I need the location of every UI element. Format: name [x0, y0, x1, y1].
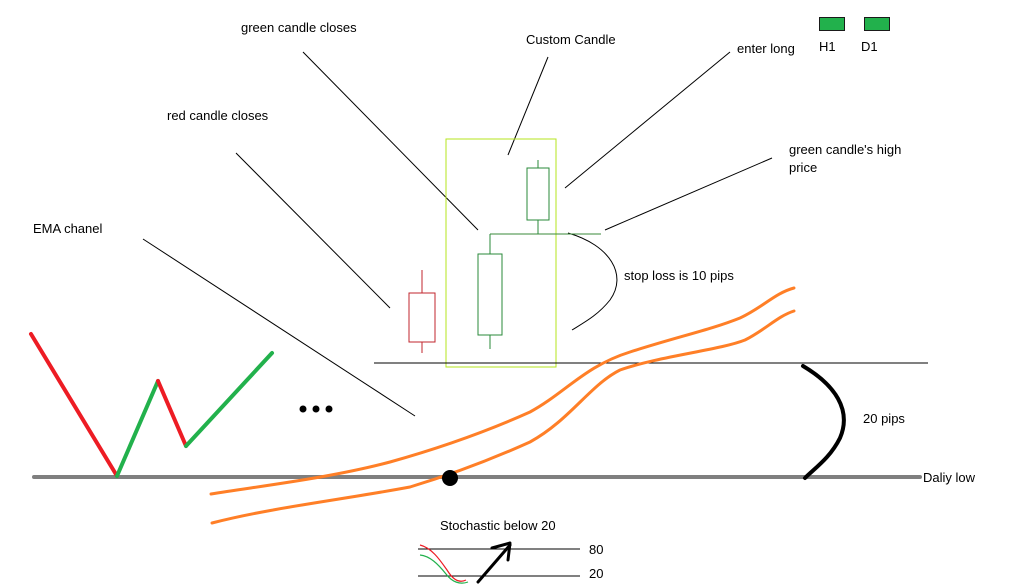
pointer-ema-channel: [142, 238, 416, 417]
stoch-signal-line: [419, 554, 469, 584]
pointer-green-candle-closes: [302, 51, 479, 231]
label-twenty-pips: 20 pips: [863, 411, 905, 426]
label-daily-low: Daliy low: [923, 470, 976, 485]
label-ema-channel: EMA chanel: [33, 221, 103, 236]
label-green-candle-high: green candle's high price: [789, 142, 902, 175]
stop-loss-brace: [567, 232, 618, 331]
pointer-custom-candle: [507, 56, 549, 156]
ellipsis: [299, 405, 333, 413]
custom-candle-box: [445, 138, 557, 368]
stoch-arrow-shaft: [476, 543, 512, 584]
pointer-green-candle-high: [604, 157, 773, 231]
label-enter-long: enter long: [737, 41, 795, 56]
timeframe-h1-label: H1: [819, 39, 836, 54]
stoch-arrow-head: [490, 541, 512, 562]
timeframe-h1-badge: [819, 17, 845, 31]
label-red-candle-closes: red candle closes: [167, 108, 269, 123]
pointer-lines: [142, 51, 773, 417]
stochastic-panel: [418, 541, 580, 584]
stoch-main-line: [419, 544, 467, 582]
touch-point: [442, 470, 458, 486]
label-stoch-20: 20: [589, 566, 604, 581]
pointer-enter-long: [564, 51, 731, 189]
timeframe-d1-label: D1: [861, 39, 878, 54]
ema-channel: [209, 286, 796, 525]
twenty-pips-brace: [801, 364, 846, 480]
label-custom-candle: Custom Candle: [526, 32, 616, 47]
price-zigzag: [29, 332, 274, 478]
entry-candle: [526, 160, 550, 234]
pointer-red-candle-closes: [235, 152, 391, 309]
timeframe-d1-badge: [864, 17, 890, 31]
label-stoch-80: 80: [589, 542, 604, 557]
ema-lower: [210, 309, 796, 525]
red-candle: [408, 270, 436, 353]
ema-upper: [209, 286, 796, 496]
green-candle: [477, 234, 503, 349]
label-green-candle-closes: green candle closes: [241, 20, 357, 35]
label-stop-loss: stop loss is 10 pips: [624, 268, 734, 283]
label-stochastic: Stochastic below 20: [440, 518, 556, 533]
